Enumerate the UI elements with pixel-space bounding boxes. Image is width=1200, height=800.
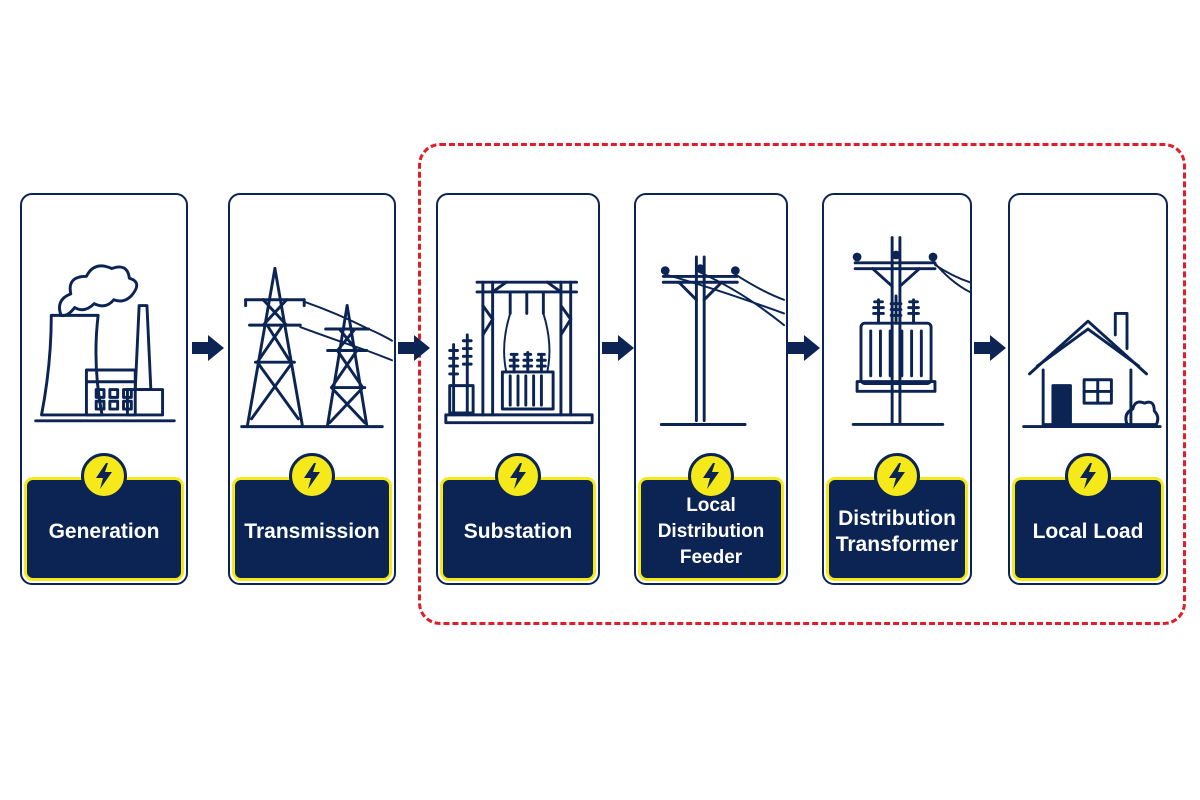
utility-pole-icon [636, 195, 786, 465]
flow-arrow-icon [602, 335, 634, 361]
flow-arrow-icon [788, 335, 820, 361]
transmission-tower-icon [230, 195, 394, 465]
house-icon [1010, 195, 1166, 465]
stage-transmission: Transmission [228, 193, 396, 585]
stage-label-transmission: Transmission [244, 520, 380, 543]
stage-label-generation: Generation [48, 520, 160, 543]
substation-icon [438, 195, 598, 465]
lightning-badge-icon [289, 453, 335, 499]
lightning-badge-icon [81, 453, 127, 499]
stage-local-distribution-feeder: Local Distribution Feeder [634, 193, 788, 585]
power-plant-icon [22, 195, 186, 465]
stage-label-local-load: Local Load [1032, 520, 1144, 543]
stage-label-substation: Substation [463, 520, 573, 543]
stage-label-local-distribution-feeder: Local Distribution Feeder [657, 495, 765, 568]
stage-distribution-transformer: Distribution Transformer [822, 193, 972, 585]
stage-label-box: Substation [440, 477, 596, 581]
lightning-badge-icon [1065, 453, 1111, 499]
stage-label-box: Local Distribution Feeder [638, 477, 784, 581]
stage-substation: Substation [436, 193, 600, 585]
lightning-badge-icon [874, 453, 920, 499]
stage-label-distribution-transformer: Distribution Transformer [835, 507, 959, 556]
stage-local-load: Local Load [1008, 193, 1168, 585]
flow-arrow-icon [398, 335, 430, 361]
local-distribution-highlight [418, 143, 1186, 625]
pole-transformer-icon [824, 195, 970, 465]
flow-arrow-icon [974, 335, 1006, 361]
lightning-badge-icon [688, 453, 734, 499]
flow-arrow-icon [192, 335, 224, 361]
stage-generation: Generation [20, 193, 188, 585]
lightning-badge-icon [495, 453, 541, 499]
